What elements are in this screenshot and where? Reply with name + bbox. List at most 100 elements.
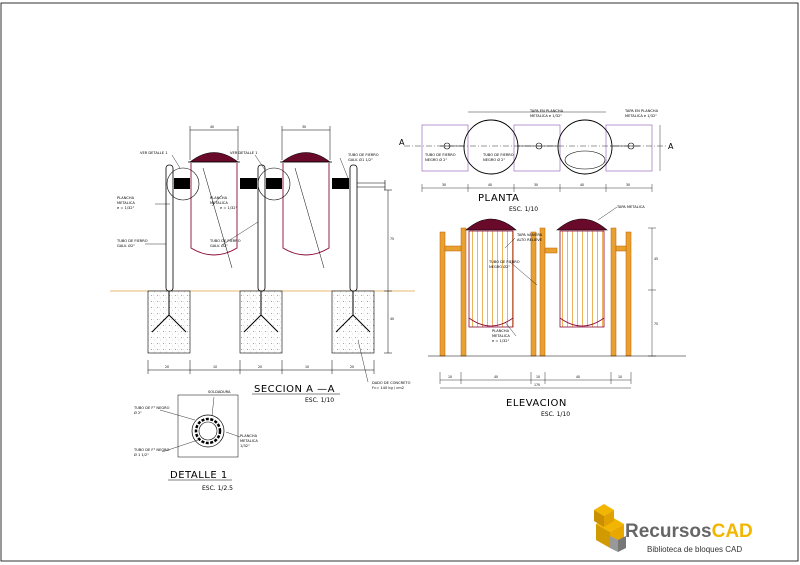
note: Ø 1 1/2" <box>134 452 149 457</box>
bin-section-right <box>280 152 332 269</box>
note: TAPA METALICA <box>616 205 645 209</box>
dim-label: 10 <box>536 375 540 379</box>
note: METALICA e 1/32" <box>530 114 562 118</box>
note: NEGRO Ø 2" <box>483 157 505 162</box>
dim-label: 45 <box>654 257 658 261</box>
note: PLANCHA <box>240 434 258 438</box>
note: Ø 2" <box>134 410 142 415</box>
logo-brand: RecursosCAD <box>625 521 753 542</box>
note: NEGRO Ø2" <box>489 264 510 269</box>
elevacion-view: 10 40 10 40 10 170 45 75 TAPA METALICA T… <box>428 205 686 418</box>
view-scale-detalle: ESC. 1/2.5 <box>202 485 233 492</box>
note: METALICA <box>117 201 135 205</box>
dim-label: 10 <box>213 365 217 369</box>
note: TUBO DE FIERRO <box>482 153 514 157</box>
view-title-planta: PLANTA <box>478 193 519 204</box>
note: METALICA <box>492 334 510 338</box>
dim-label: 40 <box>494 375 498 379</box>
dim-label: 170 <box>534 383 540 387</box>
note: TAPA EN PLANCHA <box>529 109 564 113</box>
dim-label: 75 <box>390 237 394 241</box>
note: GALV. Ø1 1/2" <box>348 157 373 162</box>
bin-section-left <box>188 152 240 269</box>
note: TUBO DE FIERRO <box>209 239 241 243</box>
dim-label: 40 <box>576 375 580 379</box>
section-mark-right: A <box>668 142 674 151</box>
dim-label: 10 <box>448 375 452 379</box>
note: TAPA EN PLANCHA <box>624 109 659 113</box>
post <box>165 164 358 292</box>
dimension-lines <box>147 126 392 374</box>
note: VER DETALLE 1 <box>230 151 257 155</box>
note: METALICA e 1/32" <box>625 114 657 118</box>
note: TUBO DE FIERRO <box>488 260 520 264</box>
note: ALTO RELIEVE <box>517 238 543 242</box>
bin-plan-right <box>557 119 613 175</box>
pipe-plan <box>440 142 640 150</box>
note: PLANCHA <box>117 196 135 200</box>
note: TUBO DE FIERRO <box>424 153 456 157</box>
note: TUBO DE FIERRO <box>347 153 379 157</box>
note: e = 1/32" <box>492 339 510 343</box>
logo-subtitle: Biblioteca de bloques CAD <box>647 545 742 554</box>
note: e = 1/32" <box>117 206 135 210</box>
dim-label: 30 <box>626 183 630 187</box>
bracket <box>174 178 349 189</box>
pipe-outer <box>191 414 225 448</box>
dim-label: 40 <box>580 183 584 187</box>
note: SOLDADURA <box>208 390 231 394</box>
view-title-seccion: SECCION A —A <box>254 384 335 395</box>
note: DADO DE CONCRETO <box>372 381 411 385</box>
note: TUBO DE F° NEGRO <box>133 448 170 452</box>
note: PLANCHA <box>492 329 510 333</box>
dim-label: 20 <box>258 365 262 369</box>
bin-elevation-left <box>465 218 517 328</box>
note: TAPA VAIVERA <box>516 233 543 237</box>
recursoscad-logo: RecursosCAD Biblioteca de bloques CAD <box>594 504 753 554</box>
dim-label: 10 <box>618 375 622 379</box>
note: f'c= 140 kg / cm2 <box>372 386 404 390</box>
view-title-detalle: DETALLE 1 <box>170 470 228 481</box>
leader-lines <box>159 396 241 453</box>
dimension-lines <box>421 111 661 192</box>
view-scale-seccion: ESC. 1/10 <box>305 397 334 404</box>
dim-label: 40 <box>210 125 214 129</box>
dim-label: 30 <box>534 183 538 187</box>
note: 1/32" <box>240 444 250 448</box>
detail-callout-circle <box>257 167 291 201</box>
dim-label: 40 <box>390 317 394 321</box>
note: TUBO DE F° NEGRO <box>133 406 170 410</box>
bin-plan-left <box>463 119 519 175</box>
leader-lines <box>145 154 369 383</box>
note: TUBO DE FIERRO <box>116 239 148 243</box>
bin-elevation-right <box>556 218 608 328</box>
view-scale-planta: ESC. 1/10 <box>509 206 538 213</box>
note: GALV. Ø2" <box>210 243 228 248</box>
section-mark-left: A <box>399 138 405 147</box>
note: GALV. Ø2" <box>117 243 135 248</box>
note: NEGRO Ø 2" <box>425 157 447 162</box>
dim-label: 30 <box>442 183 446 187</box>
view-scale-elevacion: ESC. 1/10 <box>541 411 570 418</box>
dim-label: 10 <box>305 365 309 369</box>
dim-label: 75 <box>654 322 658 326</box>
leader-lines <box>504 206 618 337</box>
anchor-rods <box>151 291 371 333</box>
note: METALICA <box>210 201 228 205</box>
logo-cube-icon <box>594 504 626 552</box>
pipe-inner <box>198 421 218 441</box>
dim-label: 40 <box>488 183 492 187</box>
dimension-lines <box>439 227 656 389</box>
seccion-view: 40 30 20 10 20 10 20 75 40 VER DETALLE 1… <box>110 125 415 404</box>
dim-label: 20 <box>350 365 354 369</box>
note: PLANCHA <box>210 196 228 200</box>
view-title-elevacion: ELEVACION <box>506 398 567 409</box>
planta-outline-box <box>421 124 653 172</box>
dim-label: 30 <box>302 125 306 129</box>
note: VER DETALLE 1 <box>140 151 167 155</box>
weld-ring <box>194 417 222 445</box>
note: METALICA <box>240 439 258 443</box>
